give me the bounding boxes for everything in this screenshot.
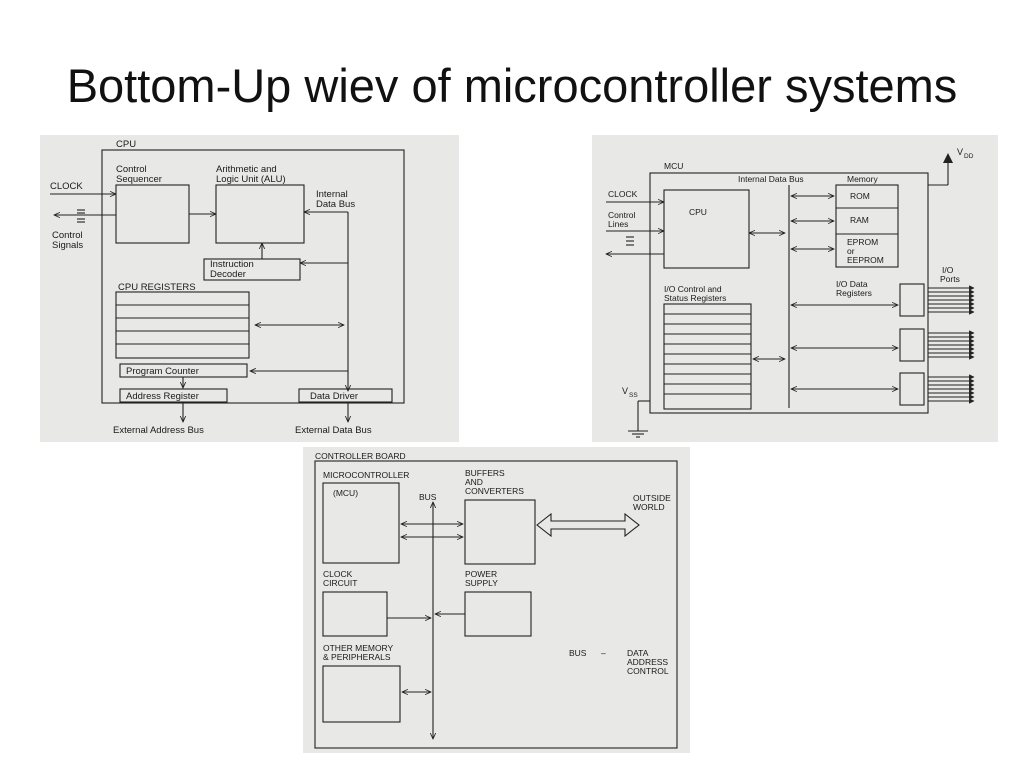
- clock-circuit-label-1: CLOCK: [323, 569, 353, 579]
- io-port-pins-3: [928, 374, 975, 404]
- internal-data-bus-label: Internal Data Bus: [738, 174, 804, 184]
- other-memory-label-2: & PERIPHERALS: [323, 652, 391, 662]
- io-ports-label-2: Ports: [940, 274, 960, 284]
- mcu-box-label: (MCU): [333, 488, 358, 498]
- control-lines-label-2: Lines: [608, 219, 628, 229]
- control-lines-label-1: Control: [608, 210, 636, 220]
- cpu-frame-label: CPU: [116, 139, 136, 150]
- vss-label: V: [622, 386, 628, 396]
- other-memory-label-1: OTHER MEMORY: [323, 643, 394, 653]
- outside-world-double-arrow: [536, 512, 640, 538]
- instruction-decoder-label-1: Instruction: [210, 259, 254, 270]
- clock-circuit-label-2: CIRCUIT: [323, 578, 357, 588]
- cpu-registers-label: CPU REGISTERS: [118, 282, 196, 293]
- other-memory-box: [322, 665, 401, 723]
- controller-board-label: CONTROLLER BOARD: [315, 451, 406, 461]
- bus-legend-label: BUS: [569, 648, 587, 658]
- instruction-decoder-label-2: Decoder: [210, 269, 246, 280]
- ram-label: RAM: [850, 215, 869, 225]
- io-data-register-2: [899, 328, 925, 362]
- address-register-label: Address Register: [126, 391, 199, 402]
- power-supply-label-2: SUPPLY: [465, 578, 498, 588]
- vdd-triangle-icon: [943, 153, 953, 163]
- alu-label-2: Logic Unit (ALU): [216, 174, 286, 185]
- internal-bus-label-1: Internal: [316, 189, 348, 200]
- io-port-pins-2: [928, 330, 975, 360]
- clock-circuit-box: [322, 591, 388, 637]
- bus-legend-control: CONTROL: [627, 666, 669, 676]
- controller-board-frame: [314, 460, 678, 749]
- internal-bus-label-2: Data Bus: [316, 199, 355, 210]
- memory-box: [835, 184, 899, 268]
- io-data-register-1: [899, 283, 925, 317]
- slide-title: Bottom-Up wiev of microcontroller system…: [66, 59, 958, 112]
- mcu-clock-label: CLOCK: [608, 189, 638, 199]
- bus-legend-address: ADDRESS: [627, 657, 668, 667]
- eeprom-label-3: EEPROM: [847, 255, 884, 265]
- clock-label: CLOCK: [50, 181, 83, 192]
- rom-label: ROM: [850, 191, 870, 201]
- mcu-cpu-box: [663, 189, 750, 269]
- outside-world-label-2: WORLD: [633, 502, 665, 512]
- mcu-block-diagram: MCU CLOCK Control Lines Internal Data Bu…: [592, 135, 998, 442]
- io-control-label-2: Status Registers: [664, 293, 726, 303]
- mcu-frame: [649, 172, 929, 414]
- io-data-label-2: Registers: [836, 288, 872, 298]
- vdd-subscript: DD: [964, 153, 974, 160]
- io-ports-label-1: I/O: [942, 265, 954, 275]
- control-sequencer-box: [115, 184, 190, 244]
- cpu-registers-box: [115, 291, 250, 359]
- cpu-frame: [101, 149, 405, 404]
- data-driver-label: Data Driver: [310, 391, 358, 402]
- io-port-pins-1: [928, 285, 975, 315]
- power-supply-box: [464, 591, 532, 637]
- external-address-bus-label: External Address Bus: [113, 425, 204, 436]
- memory-label: Memory: [847, 174, 878, 184]
- eeprom-label-1: EPROM: [847, 237, 878, 247]
- program-counter-label: Program Counter: [126, 366, 199, 377]
- bus-legend-dash: –: [601, 648, 606, 658]
- bus-legend-data: DATA: [627, 648, 649, 658]
- io-data-label-1: I/O Data: [836, 279, 868, 289]
- control-signals-label-1: Control: [52, 230, 83, 241]
- vdd-label: V: [957, 147, 963, 157]
- buffers-label-3: CONVERTERS: [465, 486, 524, 496]
- cpu-block-diagram: CPU CLOCK Control Signals Control Sequen…: [40, 135, 459, 442]
- control-sequencer-label-1: Control: [116, 164, 147, 175]
- address-register-box: [119, 388, 228, 403]
- outside-world-label-1: OUTSIDE: [633, 493, 671, 503]
- power-supply-label-1: POWER: [465, 569, 497, 579]
- mcu-cpu-label: CPU: [689, 207, 707, 217]
- microcontroller-label: MICROCONTROLLER: [323, 470, 409, 480]
- io-control-label-1: I/O Control and: [664, 284, 722, 294]
- data-driver-box: [298, 388, 393, 403]
- buffers-box: [464, 499, 536, 565]
- bus-label: BUS: [419, 492, 437, 502]
- control-signals-label-2: Signals: [52, 240, 83, 251]
- control-sequencer-label-2: Sequencer: [116, 174, 162, 185]
- controller-board-diagram: CONTROLLER BOARD MICROCONTROLLER (MCU) B…: [303, 447, 690, 753]
- alu-label-1: Arithmetic and: [216, 164, 277, 175]
- buffers-label-2: AND: [465, 477, 483, 487]
- ground-icon: [628, 430, 648, 438]
- alu-box: [215, 184, 305, 244]
- mcu-box: [322, 482, 400, 564]
- io-control-registers-box: [663, 303, 752, 410]
- instruction-decoder-box: [203, 258, 301, 281]
- eeprom-label-2: or: [847, 246, 855, 256]
- vss-subscript: SS: [629, 392, 638, 399]
- buffers-label-1: BUFFERS: [465, 468, 505, 478]
- external-data-bus-label: External Data Bus: [295, 425, 372, 436]
- io-data-register-3: [899, 372, 925, 406]
- mcu-frame-label: MCU: [664, 161, 683, 171]
